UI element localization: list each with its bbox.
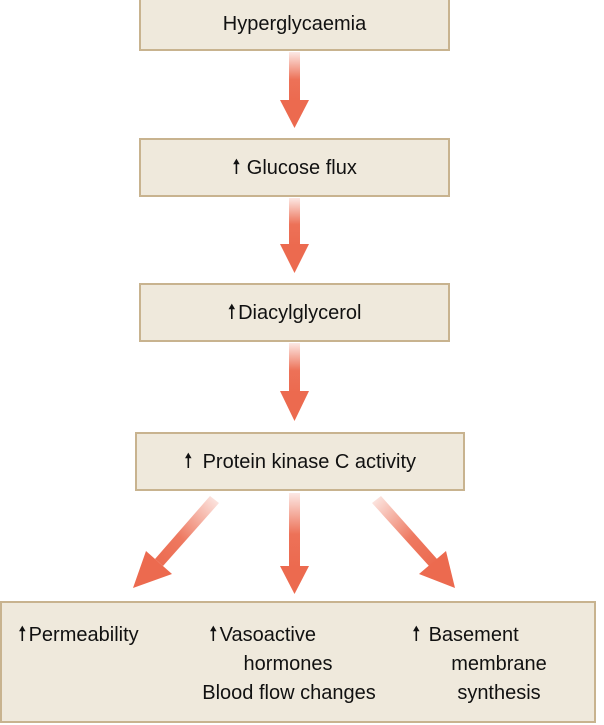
permeability-label: Permeability: [28, 624, 139, 646]
hyperglycaemia-label: Hyperglycaemia: [222, 12, 367, 35]
hormones-label: hormones: [243, 653, 333, 675]
arrow-pkc-to-permeability: [133, 496, 219, 588]
basement-line: 🠕 Basement: [412, 621, 562, 650]
diacylglycerol-box: 🠕 Diacylglycerol: [139, 283, 450, 342]
arrow-glucose-flux-to-diacylglycerol: [280, 198, 309, 273]
increase-arrow-icon: 🠕: [232, 155, 241, 178]
vasoactive-outcome: 🠕Vasoactive hormones Blood flow changes: [189, 621, 389, 708]
permeability-line: 🠕Permeability: [18, 621, 139, 650]
arrow-hyperglycaemia-to-glucose-flux: [280, 52, 309, 128]
basement-label: Basement: [428, 624, 519, 646]
protein-kinase-c-box: 🠕 Protein kinase C activity: [135, 432, 465, 491]
glucose-flux-label: Glucose flux: [246, 156, 357, 179]
permeability-outcome: 🠕Permeability: [18, 621, 139, 650]
glucose-flux-box: 🠕 Glucose flux: [139, 138, 450, 197]
membrane-label: membrane: [451, 653, 547, 675]
increase-arrow-icon: 🠕: [183, 449, 193, 472]
blood-flow-changes-label: Blood flow changes: [202, 682, 376, 704]
increase-arrow-icon: 🠕: [227, 300, 237, 323]
increase-arrow-icon: 🠕: [18, 623, 27, 645]
increase-arrow-icon: 🠕: [412, 623, 421, 645]
diacylglycerol-label: Diacylglycerol: [238, 301, 362, 324]
vasoactive-line: 🠕Vasoactive: [189, 621, 389, 650]
arrow-diacylglycerol-to-pkc: [280, 343, 309, 421]
outcomes-box: 🠕Permeability 🠕Vasoactive hormones Blood…: [0, 601, 596, 723]
vasoactive-label: Vasoactive: [219, 624, 316, 646]
arrow-pkc-to-basement-membrane: [372, 496, 455, 588]
hyperglycaemia-box: Hyperglycaemia: [139, 0, 450, 51]
basement-membrane-outcome: 🠕 Basement membrane synthesis: [412, 621, 562, 708]
protein-kinase-c-label: Protein kinase C activity: [202, 450, 416, 473]
arrow-pkc-to-vasoactive: [280, 493, 309, 594]
increase-arrow-icon: 🠕: [209, 623, 218, 645]
synthesis-label: synthesis: [457, 682, 541, 704]
